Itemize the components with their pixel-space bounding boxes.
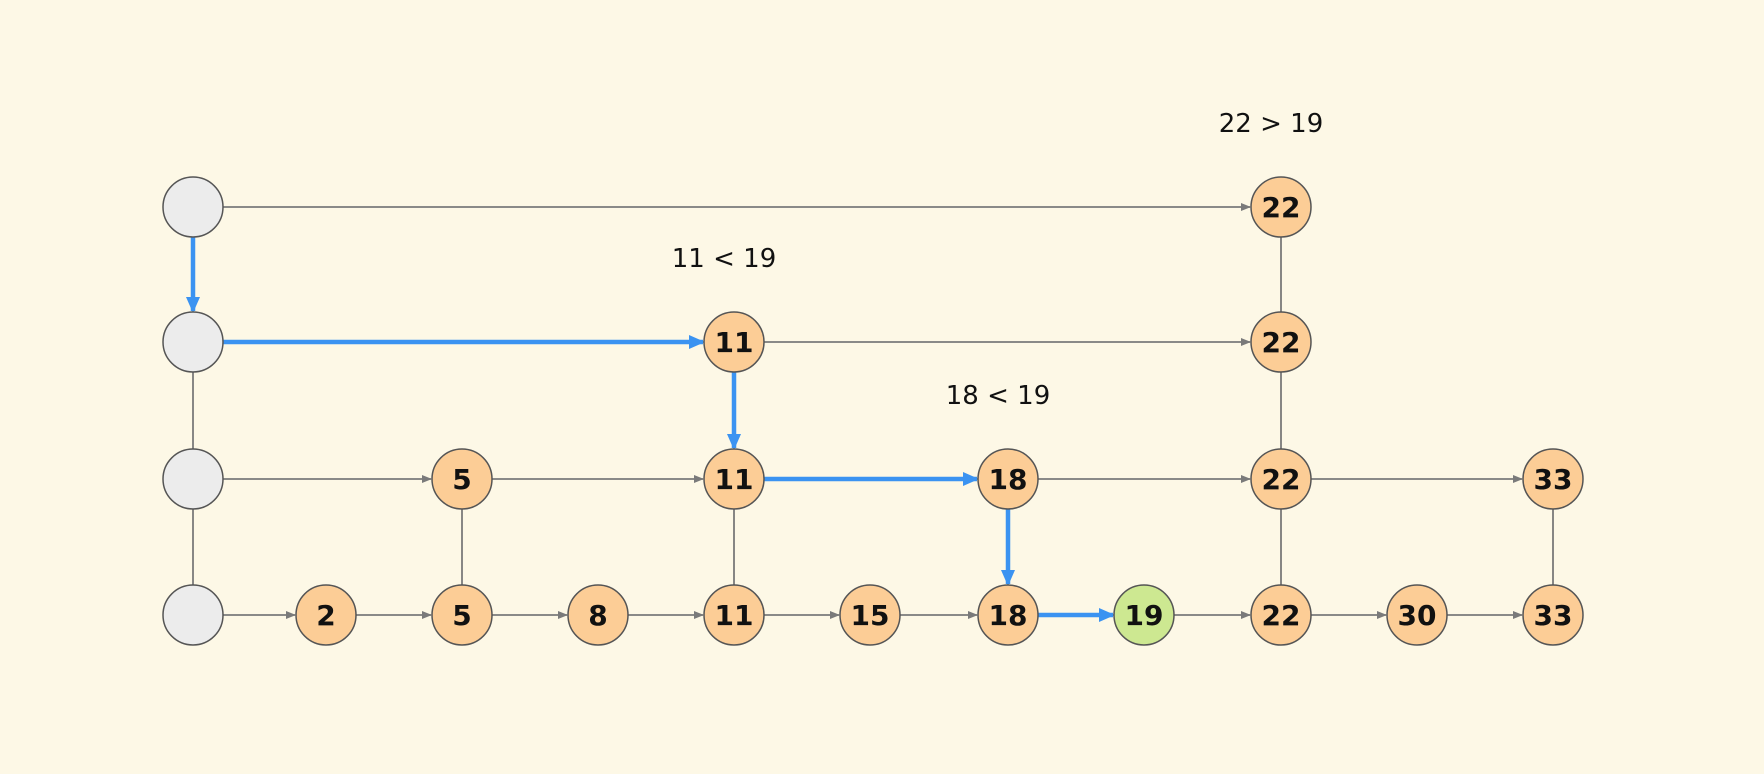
node-circle (1113, 584, 1175, 646)
node-value: 2 (316, 599, 335, 632)
node-5-L1: 5 (431, 448, 493, 510)
node-33-L0: 33 (1522, 584, 1584, 646)
node-22-L1: 22 (1250, 448, 1312, 510)
node-19-L0: 19 (1113, 584, 1175, 646)
node-value: 22 (1262, 599, 1301, 632)
node-circle (839, 584, 901, 646)
node-30-L0: 30 (1386, 584, 1448, 646)
nodes: 22 11 22 5 11 18 22 33 2 5 8 11 15 18 19 22 30 33 (162, 176, 1584, 646)
node-circle (1522, 584, 1584, 646)
node-circle (703, 584, 765, 646)
node-circle (1386, 584, 1448, 646)
node-circle (703, 448, 765, 510)
node-value: 33 (1534, 463, 1573, 496)
vertical-links (192, 237, 1554, 585)
node-33-L1: 33 (1522, 448, 1584, 510)
node-value: 19 (1125, 599, 1164, 632)
node-circle (977, 584, 1039, 646)
node-18-L0: 18 (977, 584, 1039, 646)
node-value: 11 (715, 326, 754, 359)
head-node-L0 (162, 584, 224, 646)
node-value: 30 (1398, 599, 1437, 632)
node-value: 22 (1262, 326, 1301, 359)
node-22-L3: 22 (1250, 176, 1312, 238)
comparison-label-0: 22 > 19 (1219, 109, 1323, 139)
node-5-L0: 5 (431, 584, 493, 646)
node-value: 11 (715, 599, 754, 632)
node-8-L0: 8 (567, 584, 629, 646)
node-11-L2: 11 (703, 311, 765, 373)
head-circle (162, 311, 224, 373)
node-circle (295, 584, 357, 646)
head-node-L2 (162, 311, 224, 373)
node-circle (567, 584, 629, 646)
search-path (186, 237, 1115, 622)
node-value: 11 (715, 463, 754, 496)
node-circle (1250, 584, 1312, 646)
node-value: 22 (1262, 463, 1301, 496)
comparison-label-2: 18 < 19 (946, 381, 1050, 411)
head-node-L1 (162, 448, 224, 510)
node-value: 5 (452, 463, 471, 496)
node-value: 8 (588, 599, 607, 632)
node-value: 33 (1534, 599, 1573, 632)
node-22-L2: 22 (1250, 311, 1312, 373)
node-value: 18 (989, 599, 1028, 632)
head-circle (162, 584, 224, 646)
comparison-label-1: 11 < 19 (672, 244, 776, 274)
node-circle (431, 584, 493, 646)
node-value: 15 (851, 599, 890, 632)
head-circle (162, 448, 224, 510)
node-22-L0: 22 (1250, 584, 1312, 646)
node-value: 18 (989, 463, 1028, 496)
node-circle (703, 311, 765, 373)
node-circle (1250, 176, 1312, 238)
node-circle (977, 448, 1039, 510)
head-circle (162, 176, 224, 238)
node-circle (1250, 448, 1312, 510)
node-value: 22 (1262, 191, 1301, 224)
node-circle (431, 448, 493, 510)
node-circle (1522, 448, 1584, 510)
node-2-L0: 2 (295, 584, 357, 646)
head-node-L3 (162, 176, 224, 238)
node-value: 5 (452, 599, 471, 632)
node-18-L1: 18 (977, 448, 1039, 510)
comparison-labels: 22 > 19 11 < 19 18 < 19 (672, 109, 1323, 411)
node-circle (1250, 311, 1312, 373)
node-11-L0: 11 (703, 584, 765, 646)
horizontal-links (223, 203, 1523, 619)
node-15-L0: 15 (839, 584, 901, 646)
node-11-L1: 11 (703, 448, 765, 510)
